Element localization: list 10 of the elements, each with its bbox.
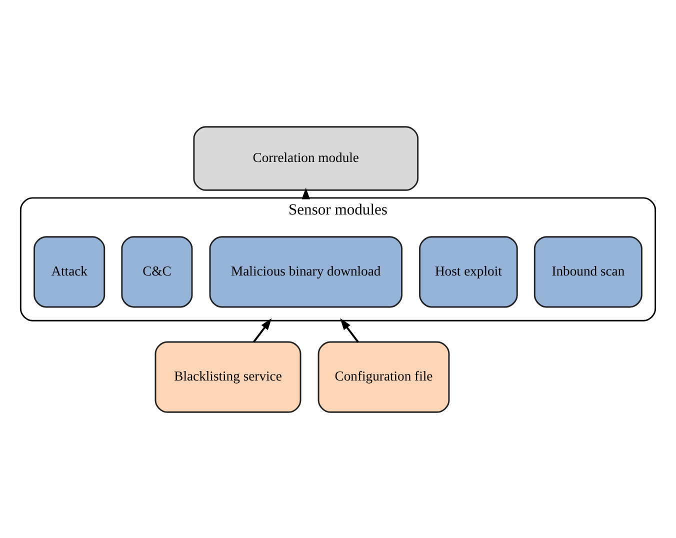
node-box: Inbound scan xyxy=(534,236,642,308)
arrow xyxy=(252,318,272,342)
node-box: Attack xyxy=(34,236,106,308)
node-box: Malicious binary download xyxy=(209,236,402,308)
node-box: C&C xyxy=(121,236,193,308)
arrow xyxy=(340,318,359,342)
node-box: Blacklisting service xyxy=(154,340,302,412)
node-box: Configuration file xyxy=(318,340,450,412)
node-box: Correlation module xyxy=(193,126,419,190)
node-box: Host exploit xyxy=(419,236,518,308)
